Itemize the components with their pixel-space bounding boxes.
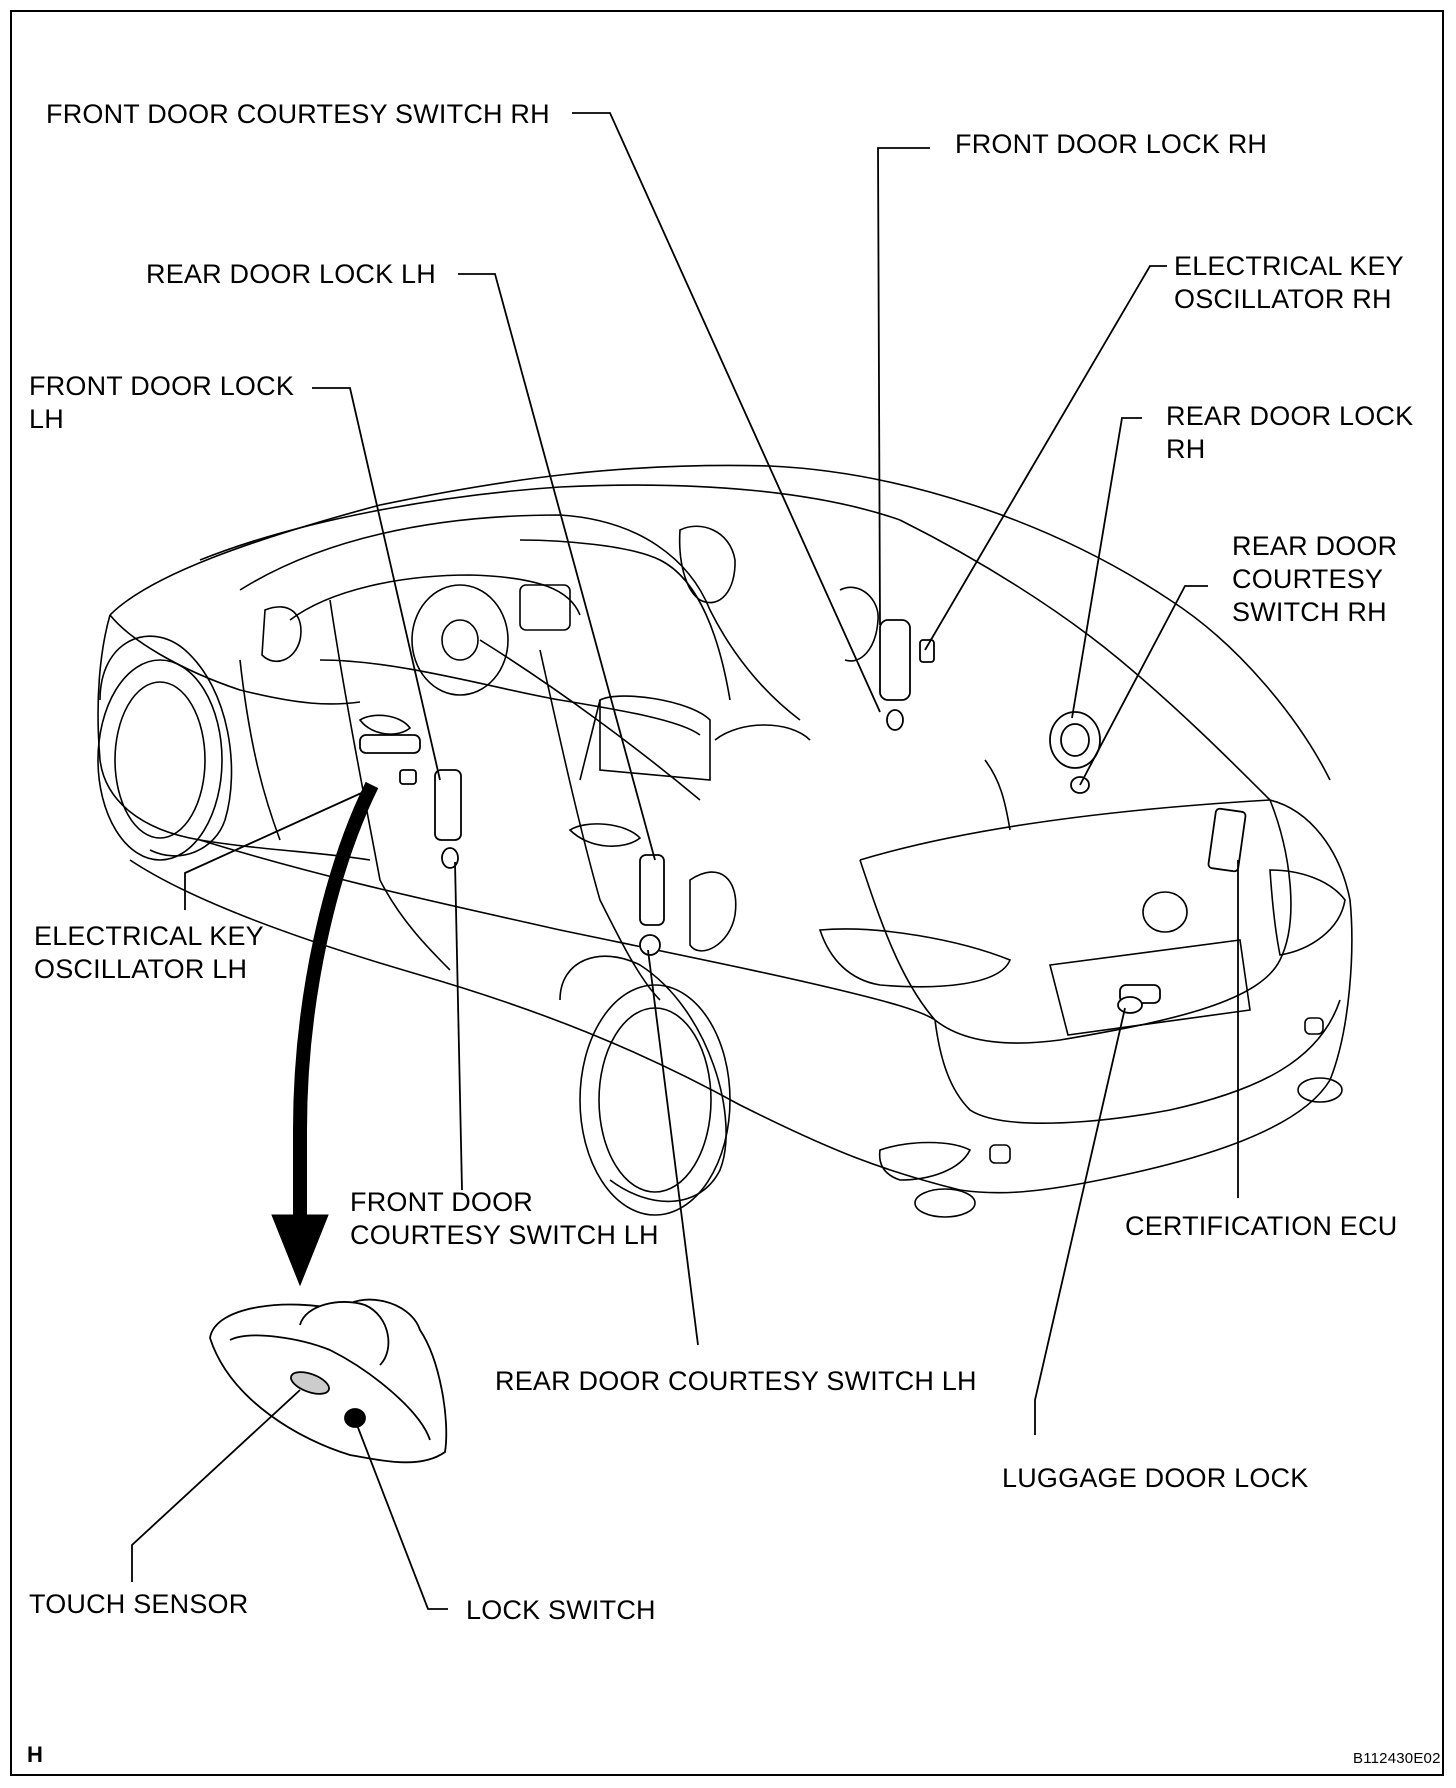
label-rear-door-lock-rh: REAR DOOR LOCK RH [1166,401,1414,464]
label-rear-door-lock-lh: REAR DOOR LOCK LH [146,259,436,289]
detail-arrow [271,781,379,1287]
label-certification-ecu: CERTIFICATION ECU [1125,1211,1398,1241]
label-luggage-door-lock: LUGGAGE DOOR LOCK [1002,1463,1309,1493]
leader-rear-door-lock-lh [458,273,656,861]
leader-rear-door-courtesy-switch-rh [1079,585,1208,786]
corner-mark: H [27,1742,44,1767]
leader-front-door-lock-lh [312,387,441,781]
leader-front-door-courtesy-switch-lh [454,861,463,1191]
diagram-frame [10,10,1444,1776]
label-rear-door-courtesy-switch-lh: REAR DOOR COURTESY SWITCH LH [495,1366,977,1396]
figure-code: B112430E02 [1353,1750,1441,1767]
leader-rear-door-lock-rh [1071,417,1142,719]
leader-electrical-key-oscillator-rh [924,265,1167,651]
label-front-door-lock-rh: FRONT DOOR LOCK RH [955,129,1268,159]
label-electrical-key-oscillator-rh: ELECTRICAL KEY OSCILLATOR RH [1174,251,1404,314]
leader-lines [131,112,1239,1610]
leader-lock-switch [356,1424,448,1610]
leader-luggage-door-lock [1034,1007,1126,1435]
label-front-door-courtesy-switch-rh: FRONT DOOR COURTESY SWITCH RH [46,99,550,129]
label-touch-sensor: TOUCH SENSOR [29,1589,249,1619]
label-front-door-lock-lh: FRONT DOOR LOCK LH [29,371,295,434]
leader-touch-sensor [131,1389,301,1582]
label-front-door-courtesy-switch-lh: FRONT DOOR COURTESY SWITCH LH [350,1187,659,1250]
leader-rear-door-courtesy-switch-lh [647,949,699,1346]
leader-front-door-courtesy-switch-rh [572,112,881,713]
component-parts [209,619,1247,1464]
label-lock-switch: LOCK SWITCH [466,1595,656,1625]
leader-electrical-key-oscillator-lh [184,789,369,910]
label-rear-door-courtesy-switch-rh: REAR DOOR COURTESY SWITCH RH [1232,531,1398,627]
leader-front-door-lock-rh [877,147,930,626]
car-body [97,464,1353,1218]
label-electrical-key-oscillator-lh: ELECTRICAL KEY OSCILLATOR LH [34,921,264,984]
